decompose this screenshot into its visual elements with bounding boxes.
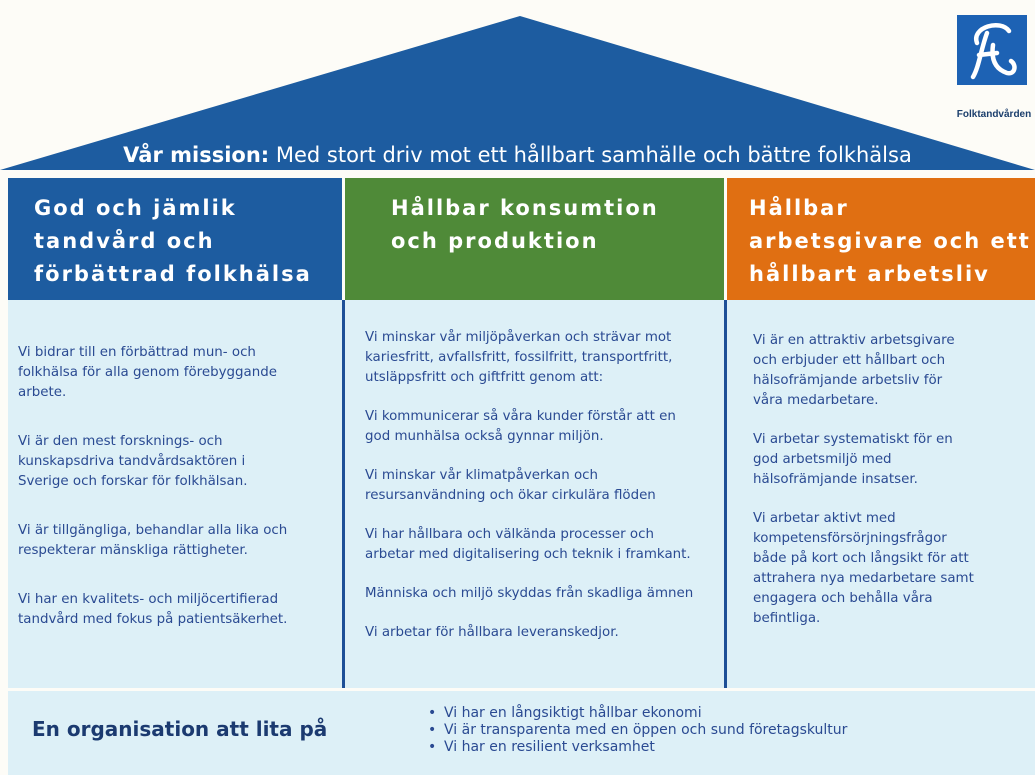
bullet-icon: •: [428, 722, 437, 738]
text-line: Vi minskar vår klimatpåverkan och: [365, 468, 599, 483]
text-line: Vi är tillgängliga, behandlar alla lika …: [18, 523, 288, 538]
pillar-header: God och jämlik tandvård och förbättrad f…: [8, 178, 342, 300]
pillar-sustainable-consumption: Hållbar konsumtion och produktion Vi min…: [345, 178, 724, 688]
list-item: • Vi har en resilient verksamhet: [426, 739, 847, 756]
pillar-divider: [342, 300, 345, 688]
pillar-header-line: hållbart arbetsliv: [749, 262, 990, 286]
f-monogram-icon: [970, 23, 1017, 80]
text-line: arbete.: [18, 385, 67, 400]
text-line: kariesfritt, avfallsfritt, fossilfritt, …: [365, 350, 673, 365]
pillar-paragraph: Vi bidrar till en förbättrad mun- och fo…: [18, 343, 328, 403]
pillar-paragraph: Vi arbetar aktivt med kompetensförsörjni…: [753, 509, 1025, 629]
pillar-paragraph: Vi minskar vår klimatpåverkan och resurs…: [365, 466, 714, 506]
text-line: kunskapsdriva tandvårdsaktören i: [18, 454, 246, 469]
text-line: Vi arbetar aktivt med: [753, 511, 896, 526]
pillar-header: Hållbar konsumtion och produktion: [345, 178, 724, 300]
text-line: befintliga.: [753, 611, 821, 626]
text-line: folkhälsa för alla genom förebyggande: [18, 365, 277, 380]
roof: [0, 0, 1035, 178]
pillar-header-line: tandvård och: [34, 229, 215, 253]
mission-text: Med stort driv mot ett hållbart samhälle…: [275, 143, 912, 167]
pillar-paragraph: Vi är den mest forsknings- och kunskapsd…: [18, 432, 328, 492]
list-item-text: Vi är transparenta med en öppen och sund…: [444, 722, 848, 738]
text-line: god arbetsmiljö med: [753, 452, 892, 467]
text-line: Vi arbetar systematiskt för en: [753, 432, 953, 447]
pillar-paragraph: Vi har en kvalitets- och miljöcertifiera…: [18, 590, 328, 630]
text-line: arbetar med digitalisering och teknik i …: [365, 547, 691, 562]
bullet-icon: •: [428, 705, 437, 721]
pillar-paragraph: Vi har hållbara och välkända processer o…: [365, 525, 714, 565]
pillar-body: Vi är en attraktiv arbetsgivare och erbj…: [727, 300, 1035, 629]
pillar-paragraph: Vi minskar vår miljöpåverkan och strävar…: [365, 328, 714, 388]
pillar-divider: [724, 300, 727, 688]
list-item: • Vi har en långsiktigt hållbar ekonomi: [426, 705, 847, 722]
pillar-header-line: Hållbar konsumtion: [391, 196, 659, 220]
pillar-paragraph: Vi arbetar systematiskt för en god arbet…: [753, 430, 1025, 490]
text-line: resursanvändning och ökar cirkulära flöd…: [365, 488, 656, 503]
pillar-body: Vi bidrar till en förbättrad mun- och fo…: [8, 300, 342, 630]
pillar-paragraph: Människa och miljö skyddas från skadliga…: [365, 584, 714, 604]
text-line: tandvård med fokus på patientsäkerhet.: [18, 612, 288, 627]
bullet-icon: •: [428, 739, 437, 755]
mission-statement: Vår mission: Med stort driv mot ett håll…: [0, 140, 1035, 170]
pillar-paragraph: Vi är en attraktiv arbetsgivare och erbj…: [753, 331, 1025, 411]
text-line: kompetensförsörjningsfrågor: [753, 531, 947, 546]
pillar-header-line: och produktion: [391, 229, 599, 253]
text-line: och erbjuder ett hållbart och: [753, 353, 946, 368]
list-item-text: Vi har en resilient verksamhet: [444, 739, 655, 755]
foundation-title: En organisation att lita på: [32, 717, 328, 741]
text-line: våra medarbetare.: [753, 393, 879, 408]
text-line: Sverige och forskar för folkhälsan.: [18, 474, 248, 489]
text-line: Vi är den mest forsknings- och: [18, 434, 223, 449]
pillar-sustainable-employer: Hållbar arbetsgivare och ett hållbart ar…: [727, 178, 1035, 688]
pillar-header: Hållbar arbetsgivare och ett hållbart ar…: [727, 178, 1035, 300]
text-line: Vi bidrar till en förbättrad mun- och: [18, 345, 256, 360]
brand-logo[interactable]: Folktandvården: [954, 15, 1034, 133]
text-line: Vi arbetar för hållbara leveranskedjor.: [365, 625, 619, 640]
text-line: engagera och behålla våra: [753, 591, 933, 606]
pillar-header-line: arbetsgivare och ett: [749, 229, 1031, 253]
text-line: Vi har en kvalitets- och miljöcertifiera…: [18, 592, 279, 607]
text-line: Människa och miljö skyddas från skadliga…: [365, 586, 694, 601]
mission-label: Vår mission:: [123, 143, 270, 167]
list-item: • Vi är transparenta med en öppen och sun…: [426, 722, 847, 739]
pillar-paragraph: Vi arbetar för hållbara leveranskedjor.: [365, 623, 714, 643]
brand-name: Folktandvården: [956, 109, 1032, 120]
foundation: En organisation att lita på • Vi har en l…: [8, 691, 1035, 775]
text-line: hälsofrämjande insatser.: [753, 472, 918, 487]
text-line: Vi är en attraktiv arbetsgivare: [753, 333, 955, 348]
logo-mark: [957, 15, 1027, 85]
pillar-header-line: Hållbar: [749, 196, 849, 220]
text-line: Vi kommunicerar så våra kunder förstår a…: [365, 409, 676, 424]
list-item-text: Vi har en långsiktigt hållbar ekonomi: [444, 705, 702, 721]
text-line: utsläppsfritt och giftfritt genom att:: [365, 370, 604, 385]
text-line: respekterar mänskliga rättigheter.: [18, 543, 248, 558]
text-line: attrahera nya medarbetare samt: [753, 571, 974, 586]
pillar-paragraph: Vi är tillgängliga, behandlar alla lika …: [18, 521, 328, 561]
text-line: god munhälsa också gynnar miljön.: [365, 429, 604, 444]
pillar-dental-health: God och jämlik tandvård och förbättrad f…: [8, 178, 342, 688]
foundation-list: • Vi har en långsiktigt hållbar ekonomi •…: [426, 705, 847, 756]
text-line: Vi har hållbara och välkända processer o…: [365, 527, 654, 542]
pillar-header-line: God och jämlik: [34, 196, 237, 220]
pillar-body: Vi minskar vår miljöpåverkan och strävar…: [345, 300, 724, 643]
pillar-paragraph: Vi kommunicerar så våra kunder förstår a…: [365, 407, 714, 447]
text-line: hälsofrämjande arbetsliv för: [753, 373, 943, 388]
pillar-header-line: förbättrad folkhälsa: [34, 262, 312, 286]
text-line: Vi minskar vår miljöpåverkan och strävar…: [365, 330, 672, 345]
roof-shape: [0, 16, 1035, 170]
text-line: både på kort och långsikt för att: [753, 551, 969, 566]
